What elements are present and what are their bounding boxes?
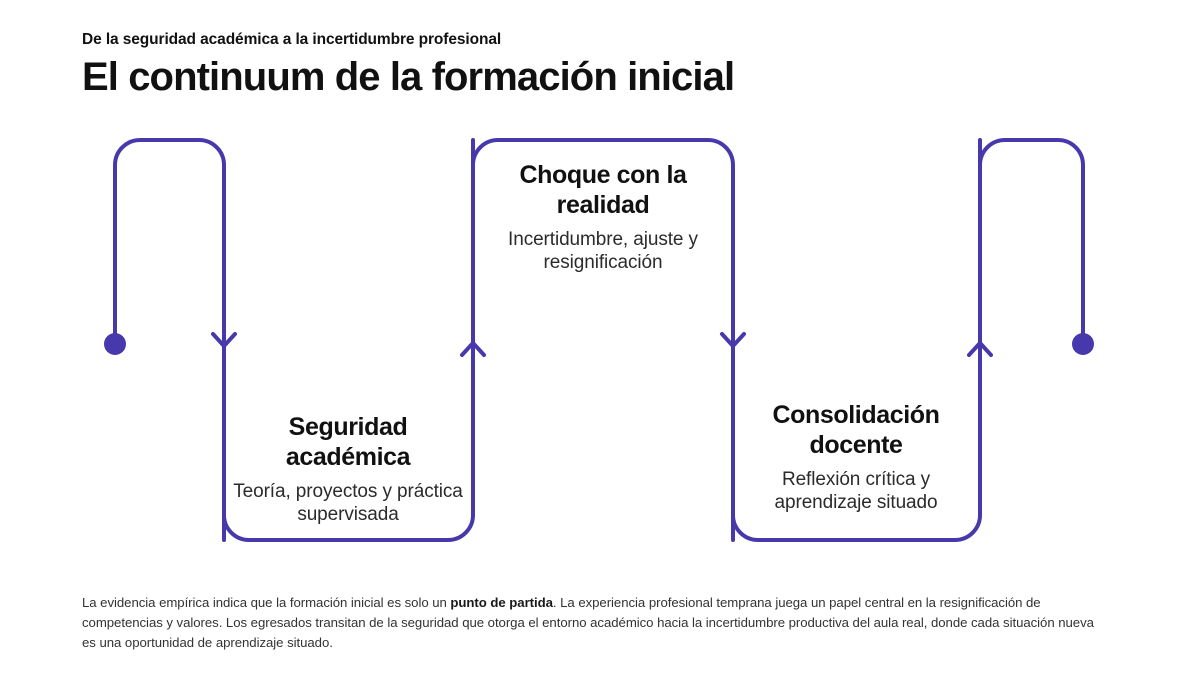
arrow-down-icon-1 bbox=[211, 332, 237, 348]
arrow-up-icon-2 bbox=[967, 341, 993, 357]
flow-segment-1 bbox=[113, 138, 226, 542]
footnote-part-1: La evidencia empírica indica que la form… bbox=[82, 595, 451, 611]
stage-block-choque-con-la-realidad: Choque con la realidad Incertidumbre, aj… bbox=[500, 160, 706, 274]
footnote-part-2: . La experiencia profesional temprana ju… bbox=[82, 595, 1094, 651]
footnote: La evidencia empírica indica que la form… bbox=[82, 593, 1104, 653]
eyebrow-text: De la seguridad académica a la incertidu… bbox=[82, 31, 502, 48]
stage-title: Choque con la realidad bbox=[519, 161, 687, 219]
header: De la seguridad académica a la incertidu… bbox=[82, 30, 1122, 100]
footnote-emphasis: punto de partida bbox=[450, 595, 553, 611]
stage-title: Consolidación docente bbox=[772, 401, 940, 459]
stage-subtitle: Incertidumbre, ajuste y resignificación bbox=[508, 229, 698, 274]
stage-block-consolidacion-docente: Consolidación docente Reflexión crítica … bbox=[742, 400, 970, 514]
end-dot-icon bbox=[1072, 333, 1094, 355]
flow-segment-5 bbox=[978, 138, 1085, 346]
start-dot-icon bbox=[104, 333, 126, 355]
stage-title: Seguridad académica bbox=[285, 413, 411, 471]
stage-subtitle: Reflexión crítica y aprendizaje situado bbox=[774, 469, 938, 514]
arrow-up-icon-1 bbox=[460, 341, 486, 357]
page-title: El continuum de la formación inicial bbox=[82, 55, 735, 100]
stage-block-seguridad-academica: Seguridad académica Teoría, proyectos y … bbox=[232, 412, 464, 526]
arrow-down-icon-2 bbox=[720, 332, 746, 348]
stage-subtitle: Teoría, proyectos y práctica supervisada bbox=[233, 481, 463, 526]
